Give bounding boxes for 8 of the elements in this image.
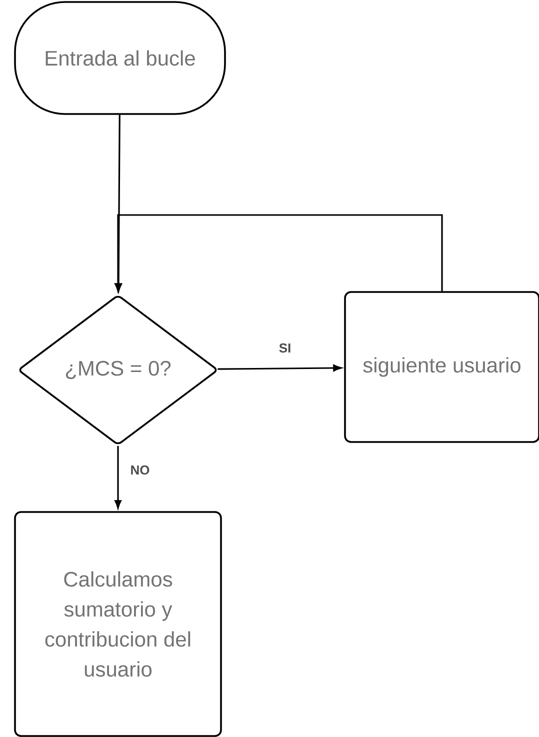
arrow	[114, 214, 443, 292]
arrow	[218, 364, 342, 372]
edge-label: SI	[278, 342, 292, 354]
arrow	[114, 446, 122, 508]
process-box: siguiente usuario	[344, 291, 539, 443]
process-box: Calculamos sumatorio y contribucion del usuario	[14, 511, 222, 737]
edge-label: NO	[129, 464, 151, 476]
terminal-pill: Entrada al bucle	[14, 1, 226, 115]
